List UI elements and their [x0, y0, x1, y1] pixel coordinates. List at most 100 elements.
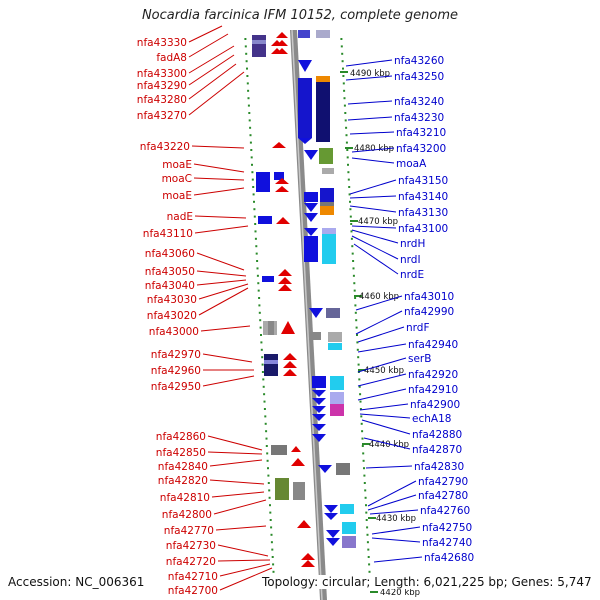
left-scale-dot — [263, 393, 266, 396]
left-scale-dot — [249, 134, 252, 137]
left-scale-dot — [261, 363, 264, 366]
right-scale-dot — [359, 393, 362, 396]
left-label: nfa43040 — [145, 280, 195, 292]
right-scale-dot — [366, 533, 369, 536]
right-scale-dot — [362, 452, 365, 455]
left-scale-dot — [252, 193, 255, 196]
right-scale-dot — [364, 496, 367, 499]
right-scale-dot — [340, 45, 343, 48]
left-scale-dot — [256, 274, 259, 277]
left-scale-dot — [248, 112, 251, 114]
left-scale-dot — [259, 326, 262, 329]
right-scale-dot — [361, 437, 364, 440]
right-scale-dot — [349, 208, 352, 211]
right-scale-dot — [357, 356, 360, 359]
right-scale-dot — [365, 519, 368, 521]
right-label: nfa42740 — [422, 537, 472, 549]
left-label: nfa42820 — [158, 475, 208, 487]
left-scale-dot — [258, 304, 261, 307]
right-scale-dot — [341, 52, 344, 55]
left-scale-dot — [262, 385, 265, 388]
left-label: nfa43270 — [137, 110, 187, 122]
right-scale-dot — [353, 289, 356, 292]
left-label: nfa43220 — [140, 141, 190, 153]
right-scale-dot — [351, 252, 354, 255]
right-label: nfa42940 — [408, 339, 458, 351]
kbp-4490: 4490 kbp — [350, 69, 390, 79]
left-label: nfa42860 — [156, 431, 206, 443]
left-scale-dot — [268, 496, 271, 499]
left-scale-dot — [252, 186, 255, 188]
right-label: moaA — [396, 158, 427, 170]
kbp-4480: 4480 kbp — [354, 144, 394, 154]
right-scale-dot — [353, 282, 356, 285]
left-scale-dot — [244, 38, 247, 40]
left-scale-dot — [251, 171, 254, 174]
left-scale-dot — [255, 252, 258, 255]
right-label: nfa43200 — [396, 143, 446, 155]
left-gene-labels: nfa43330 fadA8 nfa43300 nfa43290 nfa4328… — [137, 37, 218, 597]
left-scale-dot — [267, 467, 269, 470]
left-scale-dot — [264, 415, 267, 418]
left-scale-dot — [272, 570, 275, 573]
right-label: nfa42760 — [420, 505, 470, 517]
left-label: nfa43280 — [137, 94, 187, 106]
right-scale-dot — [347, 178, 350, 181]
left-label: nfa43020 — [147, 310, 197, 322]
right-scale-dot — [363, 482, 366, 484]
right-scale-dot — [357, 363, 360, 366]
right-label: echA18 — [412, 413, 451, 425]
left-label: nfa43300 — [137, 68, 187, 80]
map-title: Nocardia farcinica IFM 10152, complete g… — [141, 8, 459, 23]
left-connectors — [188, 25, 273, 591]
left-scale-dot — [267, 482, 270, 484]
right-scale-dot — [342, 67, 344, 70]
right-scale-dot — [340, 38, 343, 40]
right-scale-dot — [355, 326, 358, 329]
right-scale-dot — [343, 97, 346, 100]
right-scale-dot — [350, 230, 353, 233]
left-label: nfa43330 — [137, 37, 187, 49]
left-scale-dot — [254, 237, 257, 240]
right-label: nfa43140 — [398, 191, 448, 203]
kbp-4420: 4420 kbp — [380, 588, 420, 598]
kbp-4440: 4440 kbp — [369, 440, 409, 450]
right-scale-dot — [352, 274, 355, 277]
left-scale-dot — [271, 548, 274, 551]
right-label: nfa42790 — [418, 476, 468, 488]
left-label: nfa42700 — [168, 585, 218, 597]
left-scale-dot — [256, 267, 259, 270]
left-scale-dot — [251, 163, 253, 166]
left-scale-dot — [263, 400, 266, 403]
kbp-4470: 4470 kbp — [358, 217, 398, 227]
left-label: nfa43050 — [145, 266, 195, 278]
left-label: nfa42840 — [158, 461, 208, 473]
left-scale-dot — [269, 519, 272, 521]
right-label: nfa42680 — [424, 552, 474, 564]
right-label: nfa43230 — [394, 112, 444, 124]
left-label: nfa43000 — [149, 326, 199, 338]
right-label: nrdI — [400, 254, 421, 266]
right-scale-dot — [343, 89, 346, 92]
right-label: nfa43210 — [396, 127, 446, 139]
right-scale-dot — [365, 511, 368, 514]
right-scale-dot — [341, 60, 344, 63]
kbp-4450: 4450 kbp — [364, 366, 404, 376]
right-scale-dot — [362, 459, 365, 462]
right-scale-dot — [348, 193, 351, 196]
left-label: nfa42960 — [151, 365, 201, 377]
right-label: nfa42900 — [410, 399, 460, 411]
right-scale-dot — [342, 82, 345, 85]
left-scale-dot — [249, 126, 252, 129]
left-scale-dot — [261, 356, 264, 359]
left-scale-dot — [247, 104, 250, 107]
left-scale-dot — [258, 311, 261, 314]
right-label: nrdH — [400, 238, 425, 250]
left-scale-dot — [262, 378, 265, 381]
left-scale-dot — [271, 556, 274, 558]
left-scale-dot — [248, 119, 251, 122]
left-scale-dot — [246, 67, 248, 70]
right-label: nfa42780 — [418, 490, 468, 502]
right-label: nrdE — [400, 269, 424, 281]
left-scale-dot — [267, 474, 270, 477]
